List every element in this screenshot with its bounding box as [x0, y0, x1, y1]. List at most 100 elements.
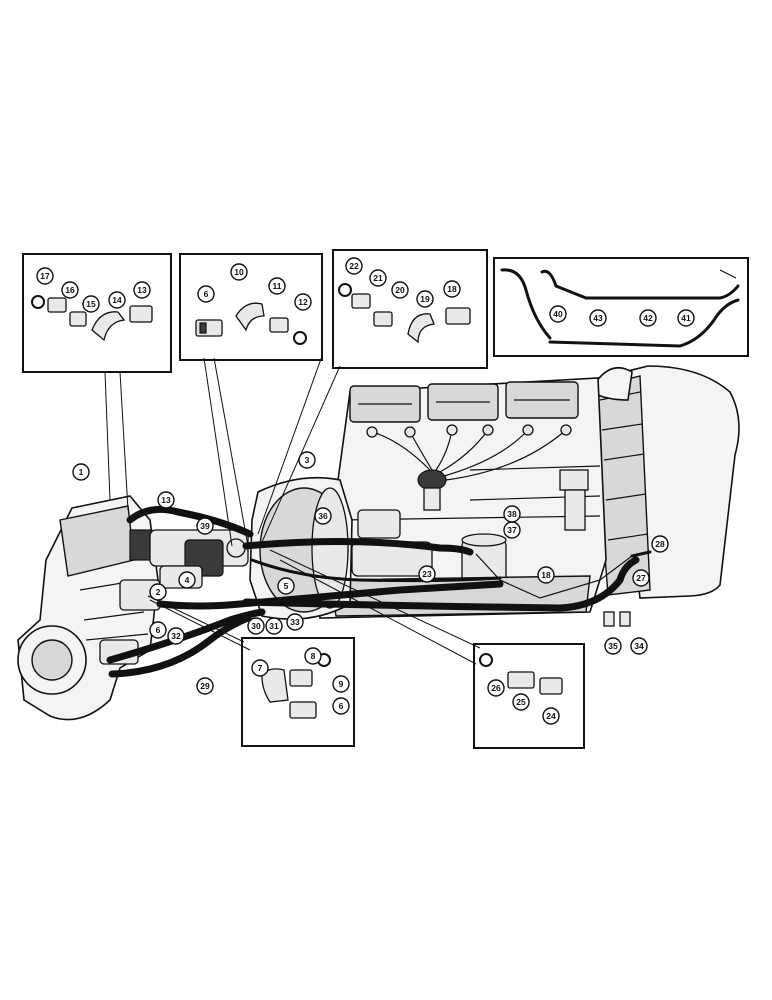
callout-label: 7: [258, 663, 263, 673]
clip-parts-34-35: [603, 611, 631, 627]
callout-3: 3: [298, 451, 316, 469]
radiator: [591, 365, 740, 599]
callout-6-b: 6: [197, 285, 215, 303]
callout-label: 3: [305, 455, 310, 465]
callout-42: 42: [639, 309, 657, 327]
callout-13-a: 13: [133, 281, 151, 299]
callout-15: 15: [82, 295, 100, 313]
callout-label: 37: [507, 525, 517, 535]
callout-label: 31: [269, 621, 279, 631]
inset-box-hoses-40-43: [493, 257, 749, 357]
callout-label: 14: [112, 295, 122, 305]
callout-label: 9: [339, 679, 344, 689]
callout-label: 8: [311, 651, 316, 661]
callout-11: 11: [268, 277, 286, 295]
callout-43: 43: [589, 309, 607, 327]
callout-30: 30: [247, 617, 265, 635]
callout-9: 9: [332, 675, 350, 693]
callout-label: 22: [349, 261, 359, 271]
callout-label: 42: [643, 313, 653, 323]
callout-4: 4: [178, 571, 196, 589]
callout-31: 31: [265, 617, 283, 635]
callout-18-b: 18: [537, 566, 555, 584]
callout-17: 17: [36, 267, 54, 285]
hose-23: [156, 580, 504, 610]
callout-label: 15: [86, 299, 96, 309]
callout-label: 28: [655, 539, 665, 549]
callout-22: 22: [345, 257, 363, 275]
inset-box-fittings-24-26: [473, 643, 585, 749]
hose-18: [242, 556, 640, 612]
callout-label: 27: [636, 573, 646, 583]
callout-32: 32: [167, 627, 185, 645]
callout-label: 13: [137, 285, 147, 295]
callout-label: 43: [593, 313, 603, 323]
callout-label: 33: [290, 617, 300, 627]
callout-label: 1: [79, 467, 84, 477]
callout-label: 6: [204, 289, 209, 299]
callout-label: 21: [373, 273, 383, 283]
callout-10: 10: [230, 263, 248, 281]
callout-label: 35: [608, 641, 618, 651]
callout-35: 35: [604, 637, 622, 655]
callout-6-c: 6: [332, 697, 350, 715]
callout-label: 11: [273, 281, 282, 291]
callout-label: 34: [634, 641, 644, 651]
callout-16: 16: [61, 281, 79, 299]
callout-29: 29: [196, 677, 214, 695]
callout-label: 40: [553, 309, 563, 319]
callout-28: 28: [651, 535, 669, 553]
inset-box-fittings-6-9: [241, 637, 355, 747]
callout-41: 41: [677, 309, 695, 327]
callout-label: 16: [65, 285, 75, 295]
callout-18-a: 18: [443, 280, 461, 298]
callout-34: 34: [630, 637, 648, 655]
hose-5: [250, 558, 502, 583]
hose-36: [242, 537, 474, 556]
engine-block: [311, 377, 607, 619]
callout-12: 12: [294, 293, 312, 311]
callout-label: 20: [395, 285, 405, 295]
callout-40: 40: [549, 305, 567, 323]
callout-label: 4: [185, 575, 190, 585]
callout-label: 24: [546, 711, 556, 721]
callout-label: 32: [171, 631, 181, 641]
callout-label: 12: [298, 297, 308, 307]
callout-20: 20: [391, 281, 409, 299]
callout-36: 36: [314, 507, 332, 525]
callout-label: 23: [422, 569, 432, 579]
callout-19: 19: [416, 290, 434, 308]
callout-8: 8: [304, 647, 322, 665]
callout-26: 26: [487, 679, 505, 697]
callout-label: 6: [156, 625, 161, 635]
callout-label: 29: [200, 681, 210, 691]
callout-label: 36: [318, 511, 328, 521]
leader-lines: [104, 355, 481, 665]
callout-label: 18: [447, 284, 457, 294]
callout-6-a: 6: [149, 621, 167, 639]
callout-33: 33: [286, 613, 304, 631]
callout-label: 19: [420, 294, 430, 304]
callout-7: 7: [251, 659, 269, 677]
callout-5: 5: [277, 577, 295, 595]
callout-14: 14: [108, 291, 126, 309]
callout-37: 37: [503, 521, 521, 539]
callout-1: 1: [72, 463, 90, 481]
callout-label: 13: [161, 495, 171, 505]
hose-32: [106, 608, 266, 664]
callout-label: 17: [40, 271, 50, 281]
hose-29: [108, 614, 252, 678]
hose-13: [126, 505, 254, 538]
callout-27: 27: [632, 569, 650, 587]
callout-label: 25: [516, 697, 526, 707]
callout-label: 26: [491, 683, 501, 693]
callout-39: 39: [196, 517, 214, 535]
pump-assembly: [149, 529, 249, 589]
callout-25: 25: [512, 693, 530, 711]
callout-label: 2: [156, 587, 161, 597]
callout-label: 10: [234, 267, 244, 277]
callout-23: 23: [418, 565, 436, 583]
callout-label: 41: [681, 313, 691, 323]
callout-label: 5: [284, 581, 289, 591]
